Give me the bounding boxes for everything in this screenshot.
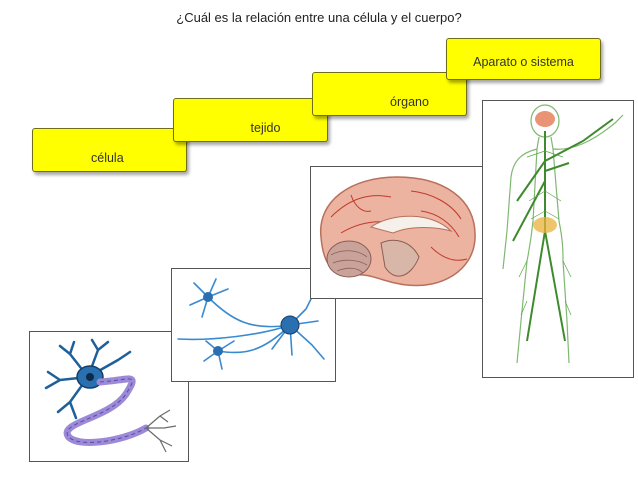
neuron-illustration — [44, 338, 177, 453]
step-celula: célula — [32, 128, 187, 172]
step-organo: órgano — [312, 72, 467, 116]
nerve-tissue-image — [171, 268, 336, 382]
step-label: tejido — [250, 121, 281, 135]
step-label: Aparato o sistema — [473, 55, 574, 69]
neuron-cell-image — [29, 331, 189, 462]
nervous-system-image — [482, 100, 634, 378]
step-label: célula — [91, 151, 124, 165]
nervous-system-illustration — [502, 104, 624, 364]
step-aparato-o-sistema: Aparato o sistema — [446, 38, 601, 80]
page-title: ¿Cuál es la relación entre una célula y … — [176, 10, 462, 25]
step-tejido: tejido — [173, 98, 328, 142]
brain-illustration — [320, 176, 476, 287]
step-label: órgano — [390, 95, 429, 109]
brain-organ-image — [310, 166, 483, 299]
neuron-network-illustration — [177, 278, 325, 370]
